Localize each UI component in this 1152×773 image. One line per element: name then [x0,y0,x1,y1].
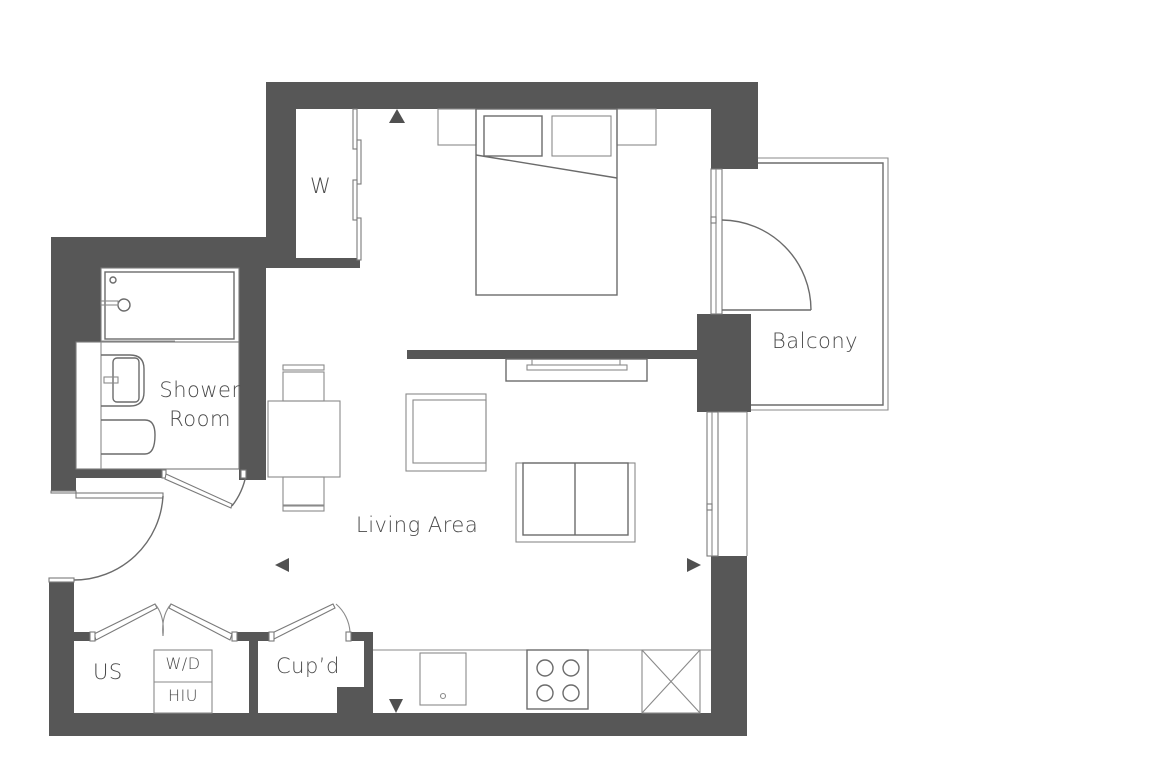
entrance-door [48,490,164,583]
living-window [706,411,748,557]
dining-table [267,364,341,512]
marker-up-icon [389,109,405,123]
marker-down-icon [389,699,403,713]
room-label-shower-line1: Shower [159,378,241,402]
room-label-wardrobe: W [310,174,332,198]
marker-left-icon [275,558,289,572]
wardrobe-doors [352,108,362,261]
room-label-utility-store: US [93,660,123,684]
double-bed [437,108,657,296]
room-label-cupboard: Cup’d [276,654,340,678]
marker-right-icon [687,558,701,572]
balcony [710,157,889,411]
shower-room-fixtures [75,267,247,509]
label-washer-dryer: W/D [165,654,201,673]
label-hiu: HIU [168,686,198,705]
utility-doors [89,603,352,714]
room-label-shower-line2: Room [169,407,231,431]
room-label-living-area: Living Area [356,513,479,537]
walls [49,82,758,736]
sofa [515,462,636,543]
tv-unit [505,358,648,382]
direction-markers [275,109,701,713]
room-label-balcony: Balcony [772,329,859,353]
armchair [405,393,487,472]
kitchen [373,649,711,714]
